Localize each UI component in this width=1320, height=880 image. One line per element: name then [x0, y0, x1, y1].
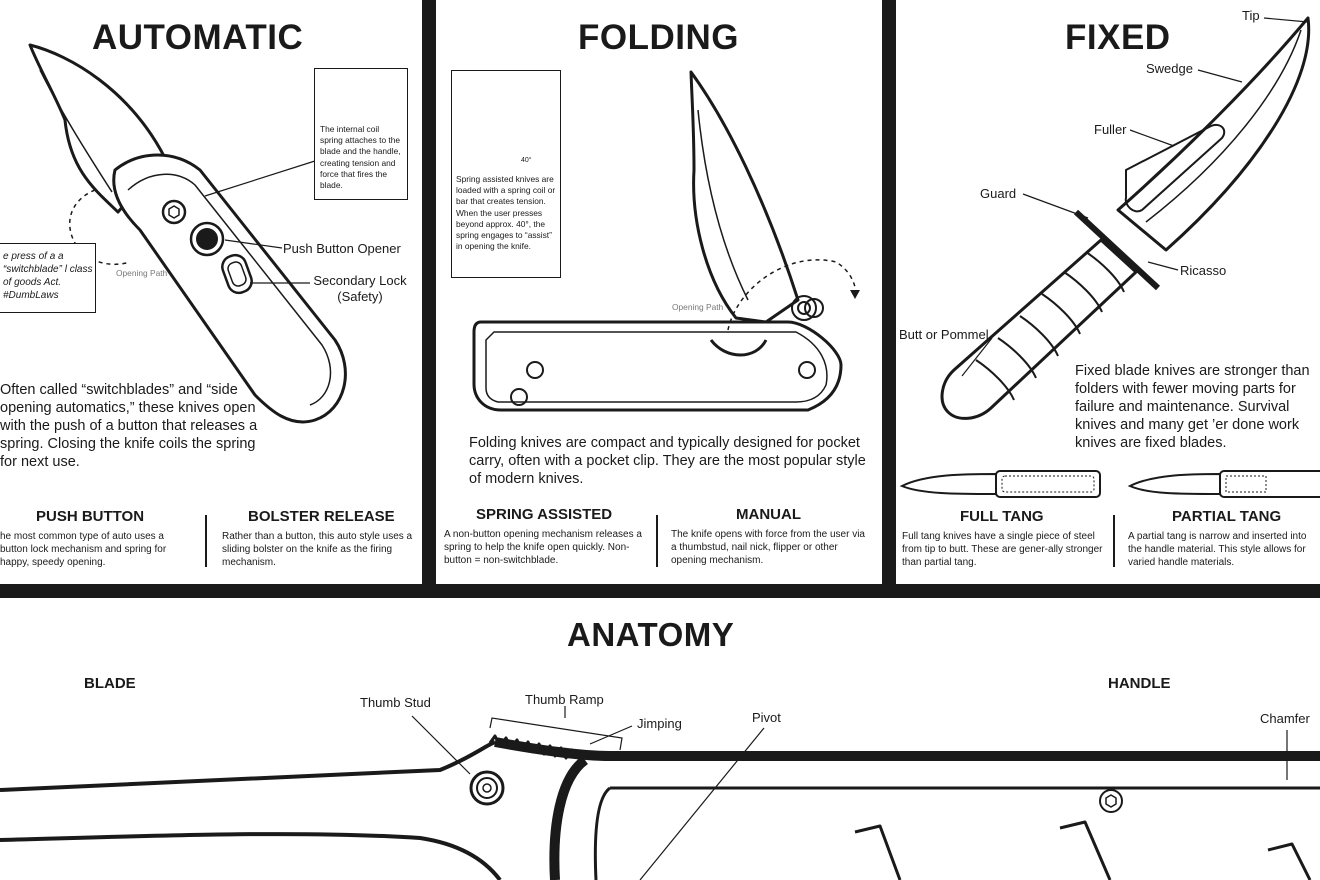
- fuller-label: Fuller: [1094, 122, 1127, 137]
- automatic-panel: AUTOMATIC The internal coil spring attac…: [0, 0, 422, 584]
- spring-assisted-heading: SPRING ASSISTED: [476, 506, 613, 523]
- fixed-divider: [1113, 515, 1115, 567]
- pivot-label: Pivot: [752, 710, 781, 725]
- blade-heading: BLADE: [84, 675, 136, 692]
- thumb-ramp-label: Thumb Ramp: [525, 692, 604, 707]
- anatomy-knife-illustration: [0, 706, 1320, 880]
- jimping-label: Jimping: [637, 716, 682, 731]
- law-note: e press of a a “switchblade” l class of …: [3, 251, 93, 301]
- automatic-title: AUTOMATIC: [92, 18, 304, 57]
- automatic-description: Often called “switchblades” and “side op…: [0, 382, 258, 470]
- automatic-divider: [205, 515, 207, 567]
- folding-panel: FOLDING 40° Spring assisted knives are l…: [436, 0, 882, 584]
- thumb-stud-label: Thumb Stud: [360, 695, 431, 710]
- butt-pommel-label: Butt or Pommel: [899, 327, 989, 342]
- partial-tang-heading: PARTIAL TANG: [1172, 508, 1282, 525]
- folding-description: Folding knives are compact and typically…: [469, 435, 866, 487]
- full-tang-text: Full tang knives have a single piece of …: [902, 531, 1103, 568]
- folding-opening-path: Opening Path: [672, 302, 724, 312]
- coil-spring-note: The internal coil spring attaches to the…: [320, 124, 401, 191]
- fixed-title: FIXED: [1065, 18, 1171, 57]
- swedge-label: Swedge: [1146, 61, 1193, 76]
- anatomy-title: ANATOMY: [567, 616, 735, 653]
- automatic-opening-path: Opening Path: [116, 268, 168, 278]
- bolster-release-text: Rather than a button, this auto style us…: [222, 531, 413, 568]
- spring-assist-callout: [451, 70, 561, 278]
- partial-tang-text: A partial tang is narrow and inserted in…: [1128, 531, 1307, 568]
- bolster-release-heading: BOLSTER RELEASE: [248, 508, 395, 525]
- manual-text: The knife opens with force from the user…: [671, 529, 865, 566]
- automatic-knife-illustration: [28, 43, 392, 424]
- fixed-description: Fixed blade knives are stronger than fol…: [1075, 363, 1310, 451]
- tip-label: Tip: [1242, 8, 1260, 23]
- push-button-opener-label: Push Button Opener: [283, 241, 401, 256]
- spring-assist-note: Spring assisted knives are loaded with a…: [456, 174, 556, 252]
- push-button-text: he most common type of auto uses a butto…: [0, 531, 167, 568]
- secondary-lock-label: Secondary Lock (Safety): [313, 273, 407, 304]
- folding-divider: [656, 515, 658, 567]
- law-callout: [0, 243, 96, 313]
- full-tang-heading: FULL TANG: [960, 508, 1044, 525]
- angle-label: 40°: [521, 157, 532, 164]
- folding-title: FOLDING: [578, 18, 739, 57]
- fixed-panel: FIXED Tip Swedge Fuller Guard Ricasso Bu…: [896, 0, 1320, 584]
- coil-spring-callout: [314, 68, 408, 200]
- spring-assisted-text: A non-button opening mechanism releases …: [444, 529, 642, 566]
- fixed-knife-illustration: [899, 16, 1320, 498]
- push-button-heading: PUSH BUTTON: [36, 508, 145, 525]
- chamfer-label: Chamfer: [1260, 711, 1310, 726]
- anatomy-panel: ANATOMY BLADE HANDLE Thumb Stud Thumb Ra…: [0, 598, 1320, 880]
- ricasso-label: Ricasso: [1180, 263, 1227, 278]
- guard-label: Guard: [980, 186, 1017, 201]
- handle-heading: HANDLE: [1108, 675, 1171, 692]
- manual-heading: MANUAL: [736, 506, 801, 523]
